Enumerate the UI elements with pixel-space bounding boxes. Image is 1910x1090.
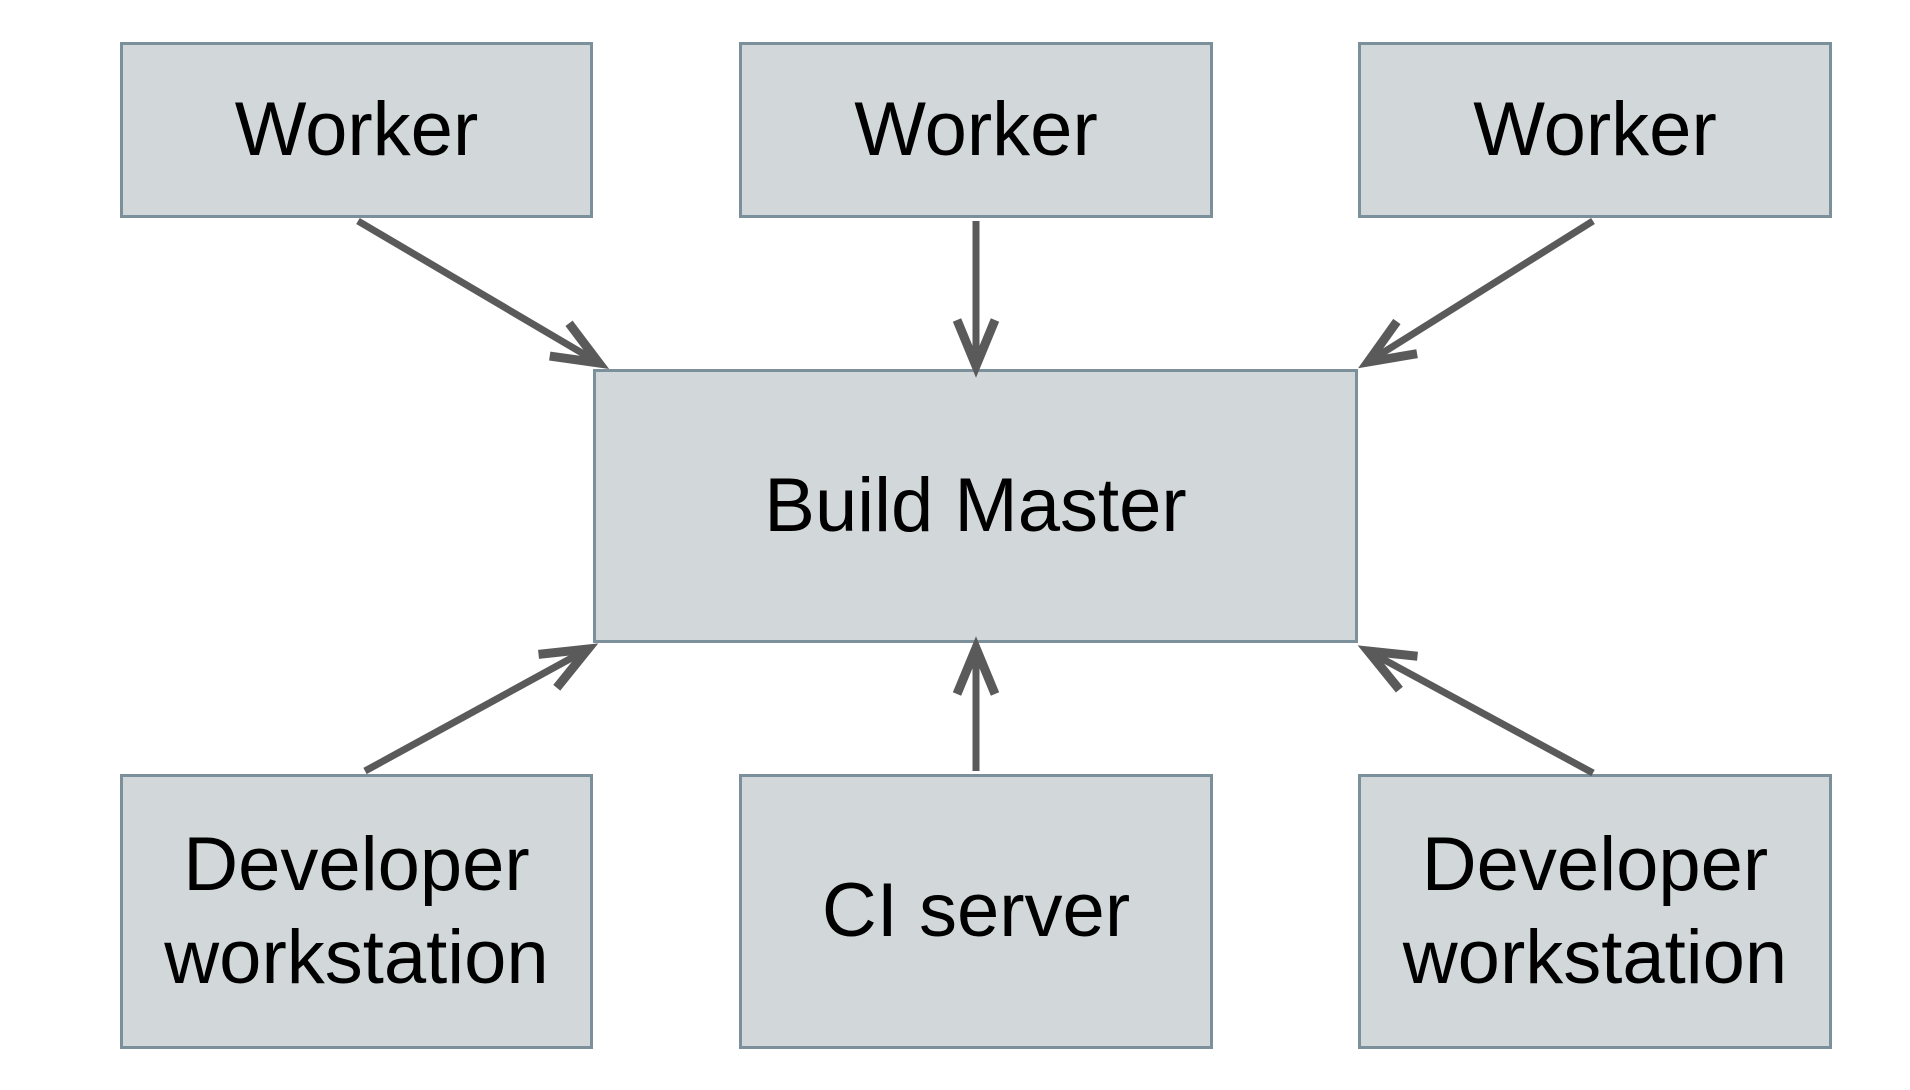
node-build-master-label: Build Master [764, 462, 1187, 548]
node-developer-workstation-1: Developer workstation [120, 774, 593, 1049]
node-worker-2-label: Worker [854, 86, 1098, 172]
node-build-master: Build Master [593, 369, 1358, 643]
node-worker-2: Worker [739, 42, 1213, 218]
node-worker-1: Worker [120, 42, 593, 218]
node-ci-server-label: CI server [821, 868, 1131, 954]
arrow-developer-workstation-2-to-build-master [1357, 645, 1595, 777]
node-worker-3: Worker [1358, 42, 1832, 218]
node-worker-1-label: Worker [234, 86, 479, 172]
arrow-worker-3-to-build-master [1358, 218, 1595, 369]
node-ci-server: CI server [739, 774, 1213, 1049]
node-developer-workstation-1-label: Developer workstation [164, 821, 549, 1000]
arrow-worker-1-to-build-master [356, 217, 610, 369]
node-developer-workstation-2-label: Developer workstation [1402, 821, 1788, 1000]
node-developer-workstation-2: Developer workstation [1358, 774, 1832, 1049]
node-worker-3-label: Worker [1473, 86, 1717, 172]
arrow-developer-workstation-1-to-build-master [363, 643, 599, 775]
